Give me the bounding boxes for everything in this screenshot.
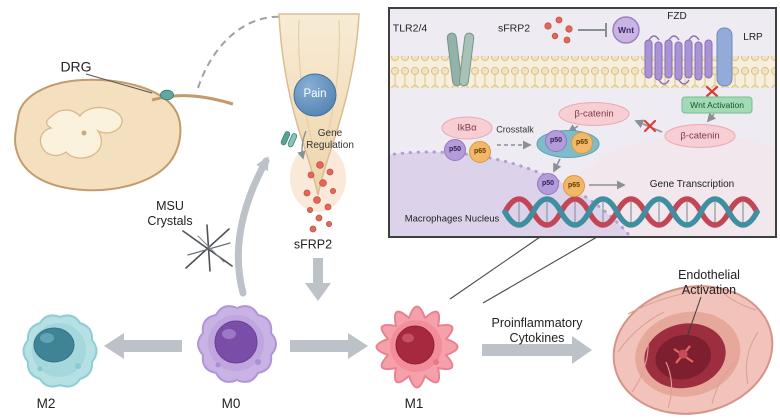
inset-panel — [388, 7, 777, 238]
m0-to-terminal-arrow — [234, 156, 270, 297]
arrow-terminal-down — [305, 258, 331, 301]
arrow-m0-to-m2 — [104, 333, 182, 359]
beta-catenin-left-oval — [558, 102, 630, 126]
m2-cell — [22, 314, 98, 388]
p65-subunit — [563, 175, 585, 197]
magnifier-lines — [449, 236, 598, 304]
p65-subunit — [469, 141, 491, 163]
sfrp2-dots — [303, 161, 336, 233]
m0-cell — [197, 305, 277, 383]
p50-subunit — [545, 130, 567, 152]
blood-vessel-illustration — [612, 285, 774, 415]
endothelial-pointer-line — [686, 296, 702, 338]
nucleus-region — [390, 152, 630, 236]
inset-sfrp2-dots — [544, 16, 573, 44]
nerve-terminal-illustration — [278, 13, 360, 212]
pain-badge — [293, 73, 337, 117]
p65-subunit — [571, 132, 593, 154]
terminal-receptor-icon — [280, 131, 291, 146]
dna-helix — [502, 196, 760, 228]
m2-nucleus — [33, 327, 75, 363]
lrp-receptor — [716, 27, 733, 87]
spinal-cord-illustration — [14, 73, 234, 192]
sfrp2-inhibits-wnt-line — [578, 23, 607, 37]
m1-cell — [375, 305, 459, 389]
m1-nucleus — [395, 325, 435, 365]
beta-catenin-right-oval — [664, 124, 736, 148]
fzd-receptor — [644, 35, 713, 85]
ikba-protein — [441, 116, 493, 140]
wnt-blocked-x-icon — [705, 85, 719, 98]
arrow-m0-to-m1 — [290, 333, 368, 359]
tlr24-receptor — [446, 32, 475, 87]
wnt-ligand — [612, 16, 640, 44]
p50-subunit — [537, 173, 559, 195]
drg-ganglion — [160, 89, 174, 101]
p50-subunit — [444, 139, 466, 161]
wnt-activation-badge — [681, 96, 753, 114]
msu-crystals-icon — [182, 224, 233, 272]
m0-nucleus — [214, 320, 258, 364]
catenin-blocked-x-icon — [643, 119, 657, 133]
arrow-m1-to-vessel — [482, 336, 592, 364]
